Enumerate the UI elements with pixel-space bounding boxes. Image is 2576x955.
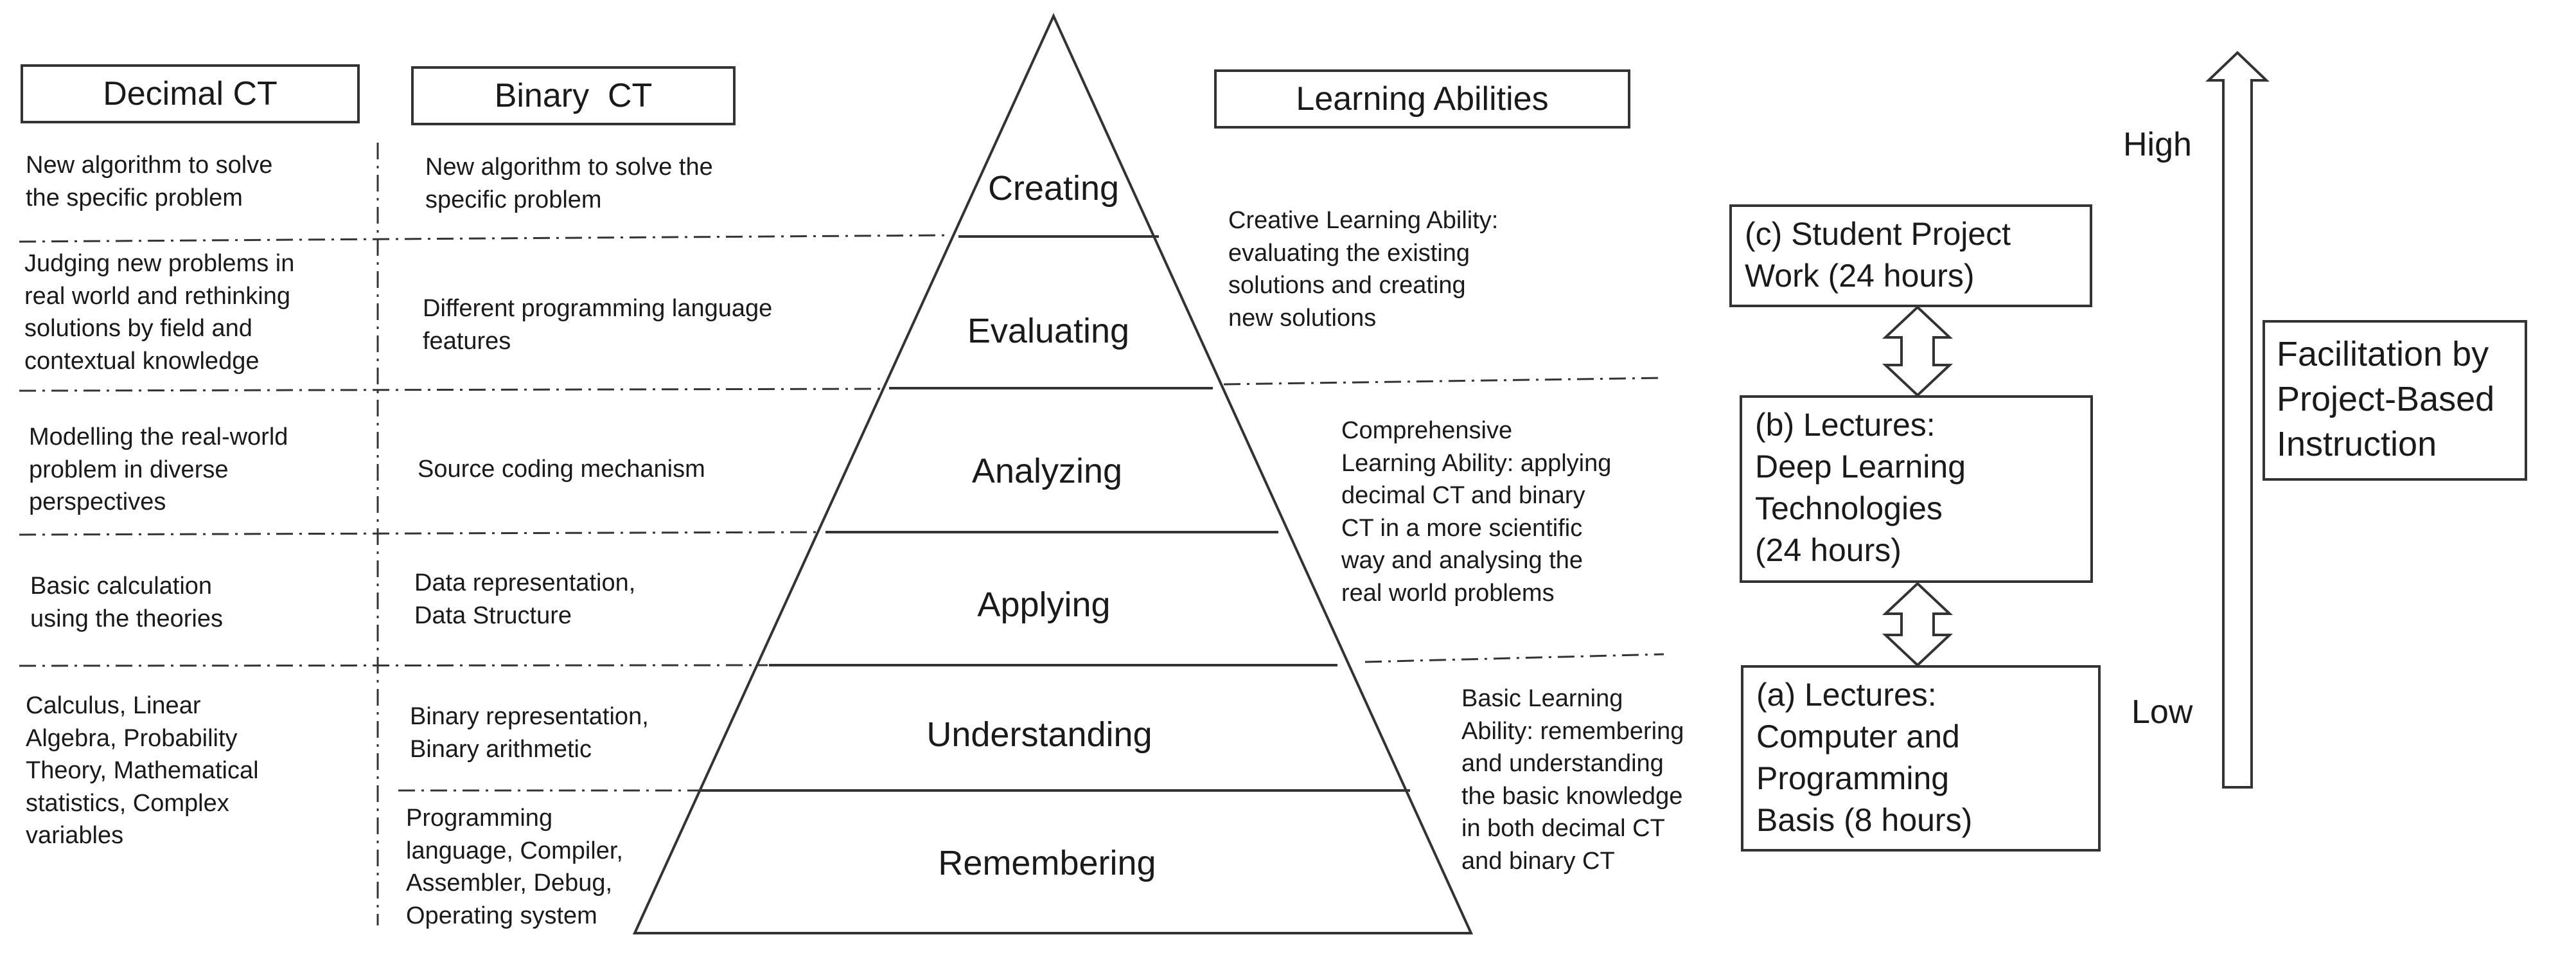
row-separator bbox=[19, 531, 823, 536]
binary-item: Data representation, Data Structure bbox=[414, 569, 636, 629]
low-label: Low bbox=[2131, 693, 2193, 731]
level-remembering: Remembering bbox=[938, 844, 1156, 882]
binary-item: Different programming language features bbox=[423, 295, 773, 355]
binary-item: New algorithm to solve the specific prob… bbox=[425, 154, 713, 213]
deep-learning-lectures-box: (b) Lectures: Deep Learning Technologies… bbox=[1740, 395, 2093, 583]
level-understanding: Understanding bbox=[926, 715, 1152, 754]
ability-separator bbox=[1364, 653, 1664, 663]
decimal-item: Calculus, Linear Algebra, Probability Th… bbox=[26, 692, 259, 850]
level-creating: Creating bbox=[987, 169, 1120, 208]
row-separator bbox=[19, 664, 768, 667]
ability-separator bbox=[1223, 377, 1664, 386]
basic-ability-text: Basic Learning Ability: remembering and … bbox=[1461, 685, 1684, 875]
decimal-item: Modelling the real-world problem in dive… bbox=[29, 424, 288, 516]
decimal-item: New algorithm to solve the specific prob… bbox=[26, 152, 273, 211]
binary-ct-header-label: Binary CT bbox=[494, 77, 653, 114]
learning-abilities-header-label: Learning Abilities bbox=[1296, 80, 1549, 118]
facilitation-box: Facilitation by Project-Based Instructio… bbox=[2263, 320, 2527, 481]
binary-item: Programming language, Compiler, Assemble… bbox=[406, 805, 623, 929]
learning-abilities-header: Learning Abilities bbox=[1214, 69, 1630, 129]
row-separator bbox=[19, 388, 887, 392]
student-project-box: (c) Student Project Work (24 hours) bbox=[1729, 204, 2092, 307]
creative-ability-text: Creative Learning Ability: evaluating th… bbox=[1228, 207, 1499, 332]
double-arrow-icon bbox=[1882, 305, 1954, 397]
decimal-item: Basic calculation using the theories bbox=[30, 573, 223, 632]
pyramid-outline bbox=[632, 13, 1474, 934]
level-applying: Applying bbox=[977, 585, 1111, 624]
double-arrow-icon bbox=[1882, 582, 1954, 667]
binary-item: Binary representation, Binary arithmetic bbox=[410, 703, 649, 763]
decimal-item: Judging new problems in real world and r… bbox=[24, 250, 295, 375]
decimal-ct-header-label: Decimal CT bbox=[103, 75, 278, 112]
binary-item: Source coding mechanism bbox=[418, 456, 705, 483]
up-arrow-icon bbox=[2205, 51, 2270, 789]
level-evaluating: Evaluating bbox=[967, 312, 1130, 350]
computer-basis-lectures-box: (a) Lectures: Computer and Programming B… bbox=[1741, 665, 2101, 852]
row-separator bbox=[19, 234, 951, 243]
comprehensive-ability-text: Comprehensive Learning Ability: applying… bbox=[1341, 417, 1612, 607]
high-label: High bbox=[2123, 126, 2192, 163]
level-analyzing: Analyzing bbox=[971, 452, 1123, 490]
binary-ct-header: Binary CT bbox=[411, 66, 736, 125]
decimal-ct-header: Decimal CT bbox=[21, 64, 360, 123]
